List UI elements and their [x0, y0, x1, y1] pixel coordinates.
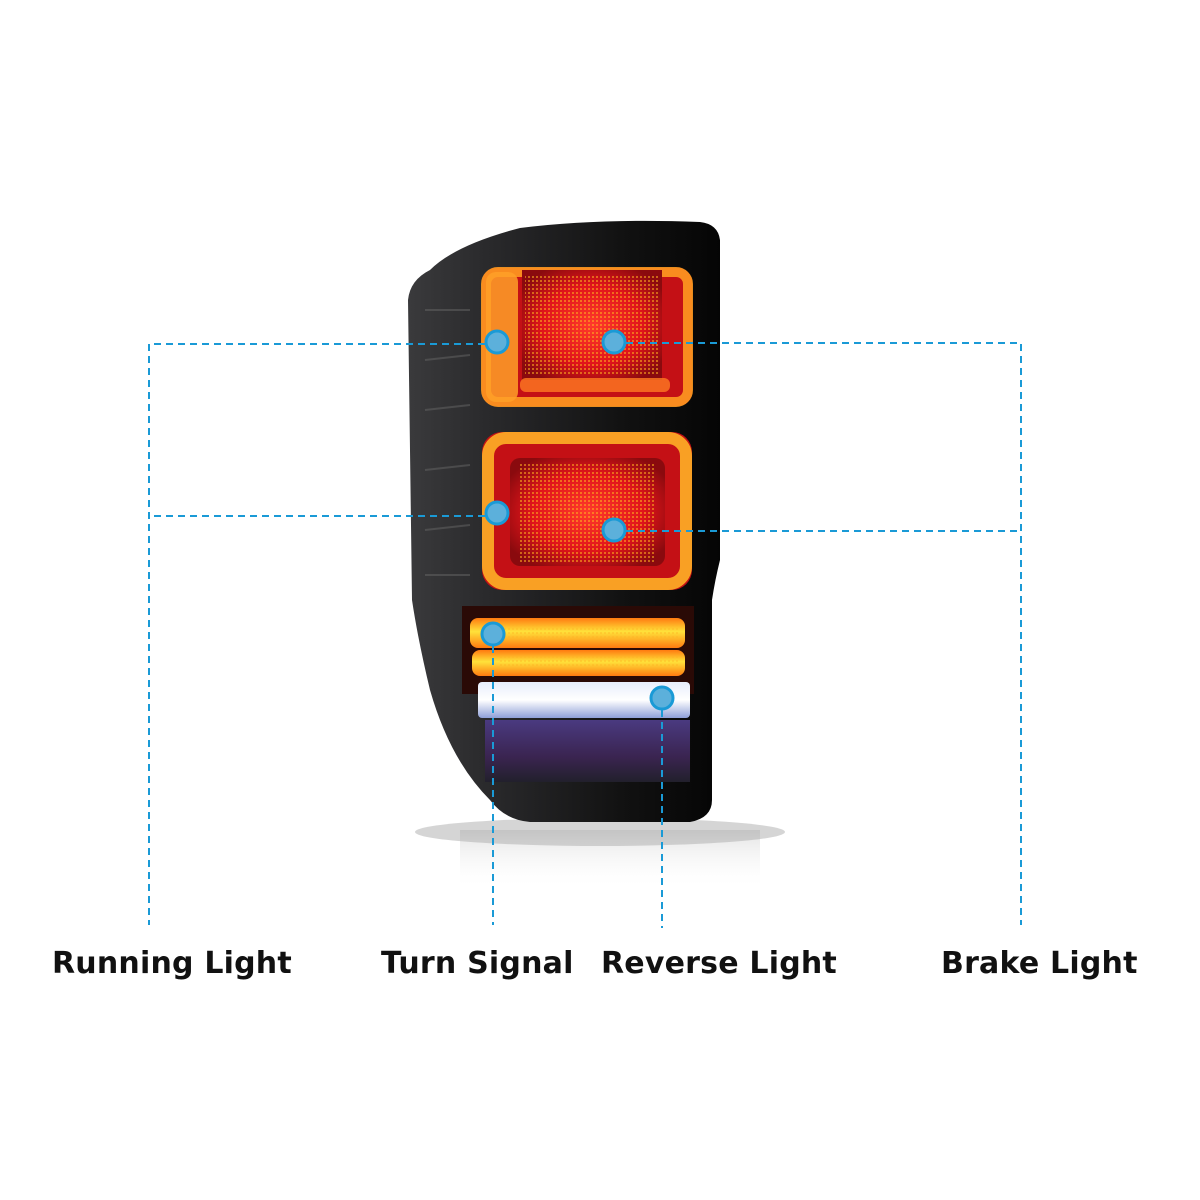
lower-lamp — [482, 432, 692, 590]
dot-brake-lower — [601, 517, 627, 543]
upper-lamp — [481, 267, 693, 407]
dot-brake-upper — [601, 329, 627, 355]
dot-running-lower — [484, 500, 510, 526]
leader-line-running-upper — [148, 343, 485, 925]
label-reverse-light: Reverse Light — [601, 946, 837, 981]
label-brake-light: Brake Light — [941, 946, 1138, 981]
label-running-light: Running Light — [52, 946, 292, 981]
dot-reverse — [649, 685, 675, 711]
reverse-lamp — [478, 682, 690, 782]
dot-turn — [480, 621, 506, 647]
dot-running-upper — [484, 329, 510, 355]
turn-signal-lamp — [462, 606, 694, 694]
housing-ribs — [424, 309, 471, 576]
leader-lines — [148, 342, 1022, 928]
callout-dots — [480, 329, 675, 711]
label-turn-signal: Turn Signal — [381, 946, 574, 981]
leader-line-brake-upper — [626, 342, 1022, 925]
